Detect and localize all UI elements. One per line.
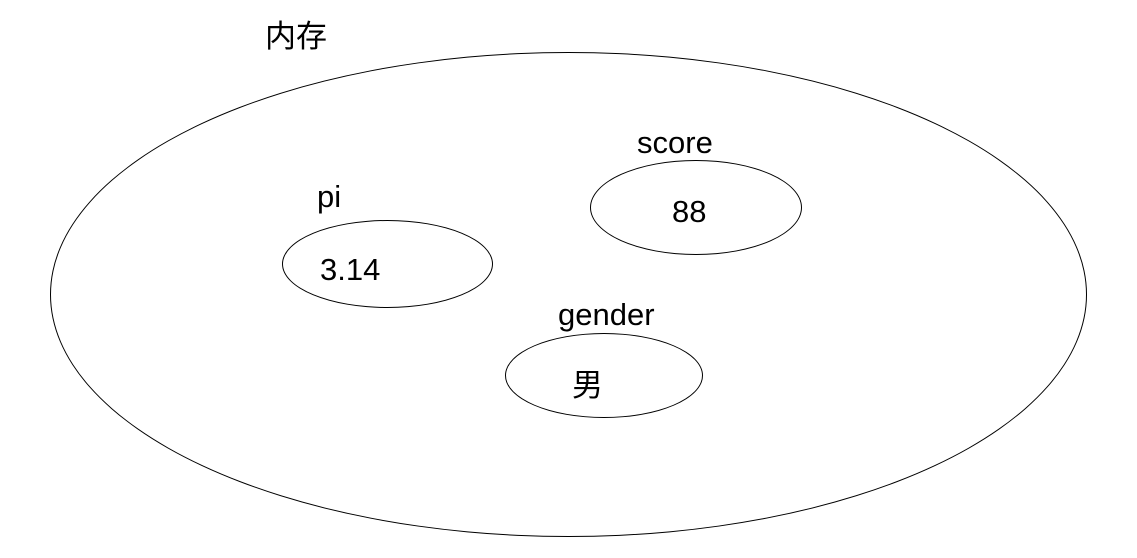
variable-value-pi: 3.14	[320, 252, 381, 287]
variable-ellipse-gender	[505, 333, 703, 418]
memory-label: 内存	[265, 19, 327, 54]
memory-boundary-ellipse	[50, 52, 1087, 537]
variable-name-pi: pi	[317, 179, 342, 214]
variable-name-score: score	[637, 125, 713, 160]
variable-ellipse-score	[590, 160, 802, 255]
variable-ellipse-pi	[282, 220, 493, 308]
variable-value-gender: 男	[572, 368, 603, 403]
variable-name-gender: gender	[558, 297, 655, 332]
variable-value-score: 88	[672, 194, 707, 229]
